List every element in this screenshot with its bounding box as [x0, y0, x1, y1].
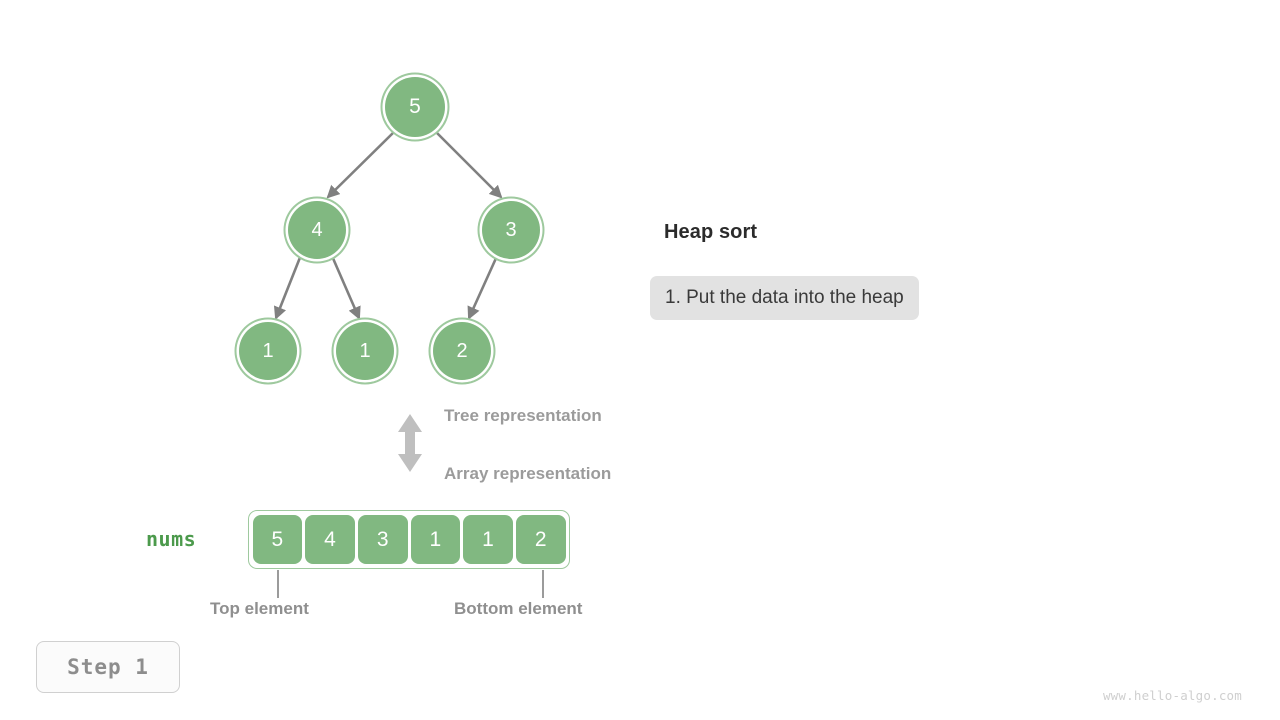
array-cell[interactable]: 1 — [463, 515, 513, 564]
array-cell[interactable]: 4 — [305, 515, 355, 564]
nums-variable-label: nums — [146, 527, 197, 551]
array-cell[interactable]: 2 — [515, 515, 566, 564]
top-element-connector — [277, 570, 279, 598]
tree-edge — [467, 255, 499, 320]
tree-node-leaf-2[interactable]: 1 — [336, 322, 394, 380]
tree-edge — [330, 255, 361, 320]
array-cell[interactable]: 3 — [357, 515, 408, 564]
array-cell[interactable]: 1 — [410, 515, 461, 564]
array-representation-label: Array representation — [444, 464, 612, 483]
tree-edge — [273, 254, 303, 320]
page-title: Heap sort — [664, 221, 758, 243]
array-cell[interactable]: 5 — [252, 515, 303, 564]
top-element-label: Top element — [210, 599, 309, 618]
tree-edge — [326, 129, 397, 199]
tree-node-root[interactable]: 5 — [385, 77, 445, 137]
tree-node-leaf-3[interactable]: 2 — [433, 322, 491, 380]
tree-representation-label: Tree representation — [444, 406, 602, 425]
array-container: 5 4 3 1 1 2 — [248, 510, 570, 569]
tree-node-right[interactable]: 3 — [482, 201, 540, 259]
step-description-box: 1. Put the data into the heap — [650, 276, 919, 320]
tree-node-left[interactable]: 4 — [288, 201, 346, 259]
bidirectional-arrow-icon — [398, 414, 422, 472]
bottom-element-label: Bottom element — [454, 599, 583, 618]
watermark: www.hello-algo.com — [1102, 688, 1242, 703]
tree-edge — [433, 129, 503, 199]
tree-node-leaf-1[interactable]: 1 — [239, 322, 297, 380]
bottom-element-connector — [542, 570, 544, 598]
step-badge: Step 1 — [36, 641, 180, 693]
tree-edges — [273, 129, 503, 320]
